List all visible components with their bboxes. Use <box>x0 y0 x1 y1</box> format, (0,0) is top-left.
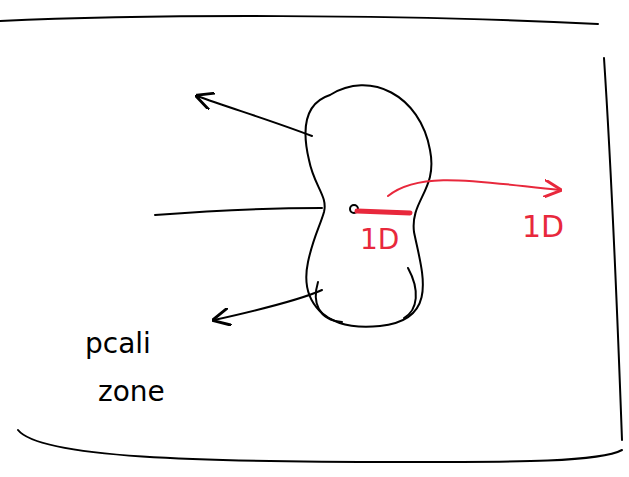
hand-label: pcali <box>85 330 151 358</box>
organ-inner-contour <box>316 282 342 322</box>
organ-outline <box>305 85 431 326</box>
frame-right <box>604 58 622 440</box>
leader-arrow <box>214 290 322 320</box>
red-label: 1D <box>360 226 399 254</box>
red-label: 1D <box>522 212 564 242</box>
organ-inner-contour <box>404 268 416 318</box>
hand-label: zone <box>98 378 165 406</box>
frame-bottom <box>18 430 622 462</box>
leader-arrow <box>197 96 312 136</box>
frame-top <box>0 16 598 24</box>
red-arrow <box>388 180 560 196</box>
red-segment <box>357 211 410 213</box>
leader-line <box>155 208 322 215</box>
